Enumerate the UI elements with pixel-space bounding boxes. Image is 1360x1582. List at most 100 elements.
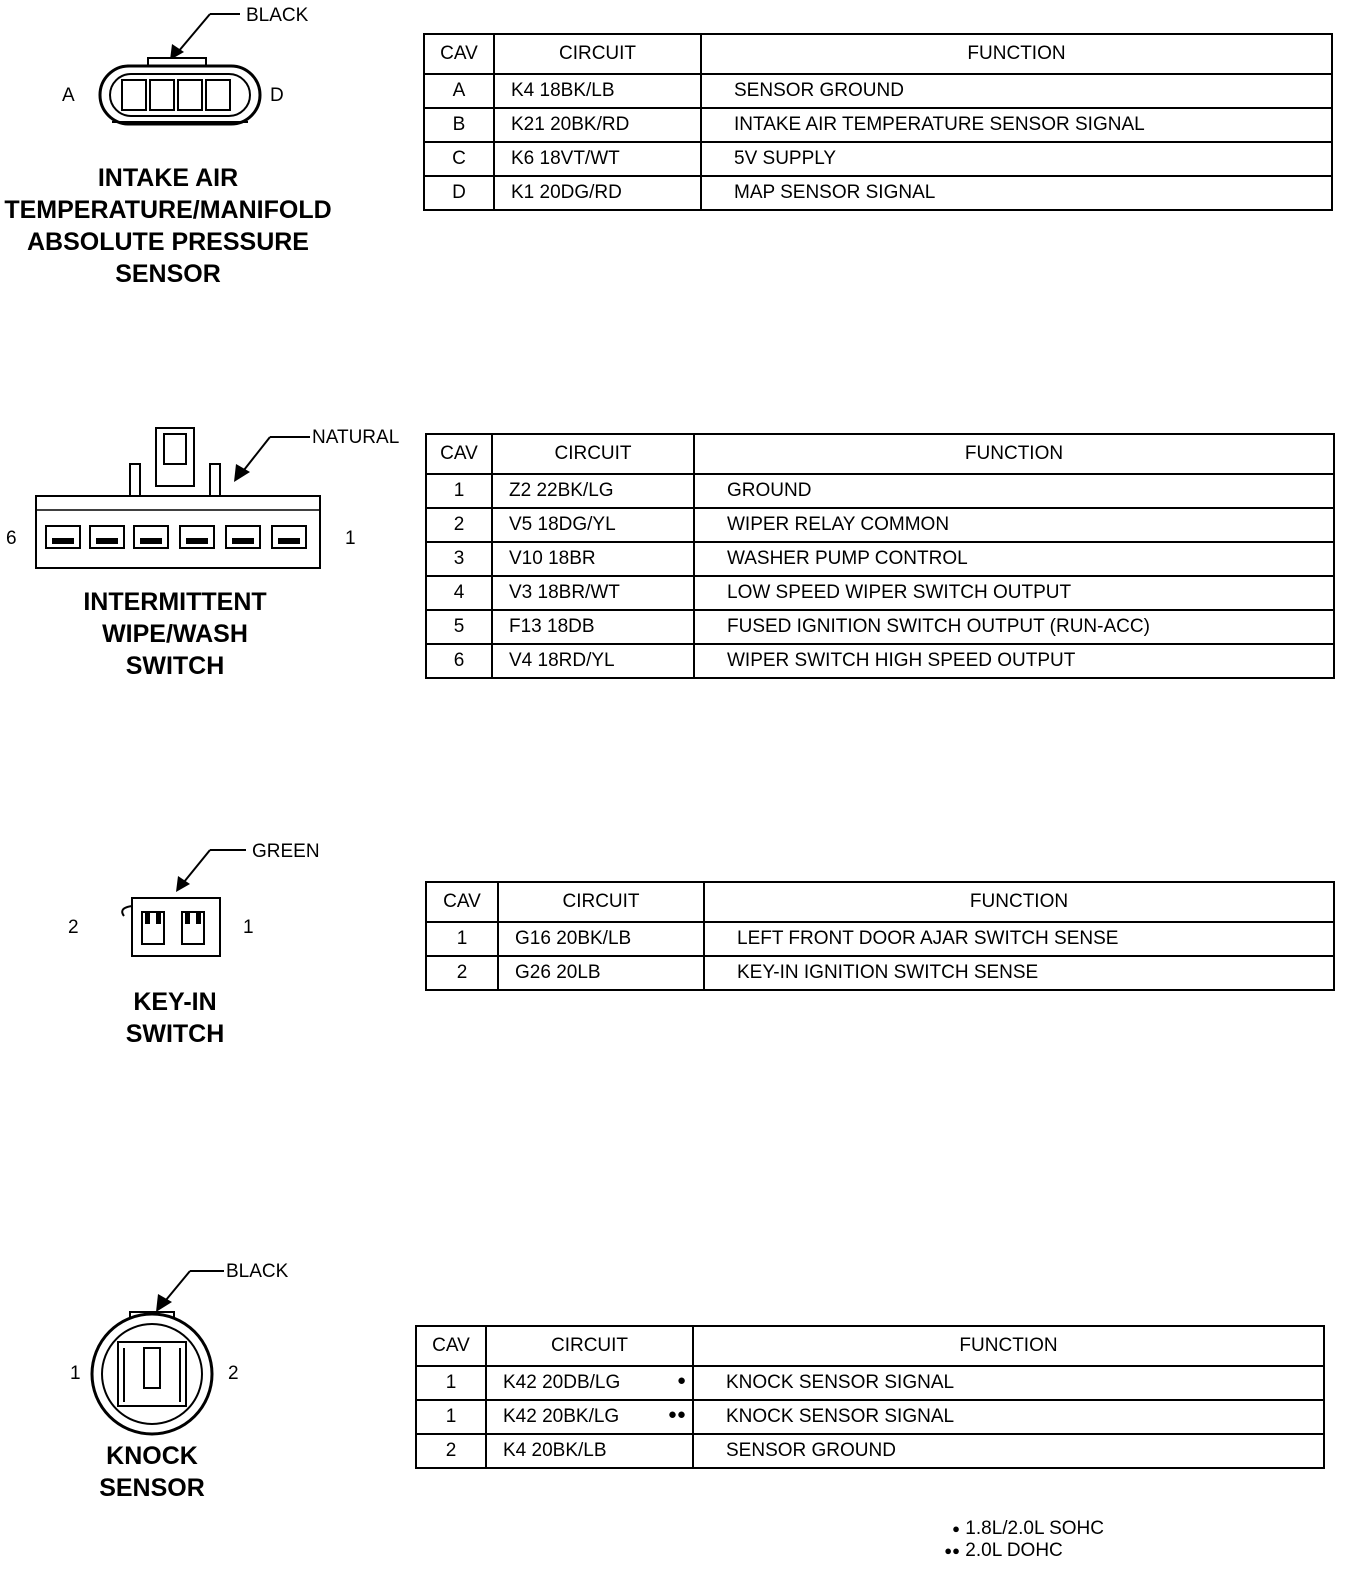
wipe-wash-title: INTERMITTENT WIPE/WASH SWITCH [40,586,310,682]
function-cell: WASHER PUMP CONTROL [693,541,1335,577]
wipe-wash-connector-diagram [35,427,321,569]
cav-header: CAV [423,33,495,75]
cav-header: CAV [425,881,499,923]
circuit-cell: Z2 22BK/LG [491,473,695,509]
cav-header: CAV [425,433,493,475]
iat-map-pinout-table: CAV CIRCUIT FUNCTION A K4 18BK/LB SENSOR… [423,33,1333,211]
table-row: A K4 18BK/LB SENSOR GROUND [423,73,1333,109]
table-header-row: CAV CIRCUIT FUNCTION [425,433,1335,475]
key-in-pin-right: 1 [243,917,254,938]
cav-cell: A [423,73,495,109]
function-cell: GROUND [693,473,1335,509]
key-in-title-line: KEY-IN [133,988,217,1016]
knock-pin-left: 1 [70,1363,81,1384]
knock-pin-right: 2 [228,1363,239,1384]
circuit-cell: V5 18DG/YL [491,507,695,543]
engine-legend: ● 1.8L/2.0L SOHC ●● 2.0L DOHC [930,1518,1104,1562]
function-cell: WIPER SWITCH HIGH SPEED OUTPUT [693,643,1335,679]
legend-marker: ● [952,1521,960,1536]
key-in-title-line: SWITCH [125,1020,225,1048]
table-header-row: CAV CIRCUIT FUNCTION [415,1325,1325,1367]
knock-title: KNOCK SENSOR [72,1440,232,1504]
circuit-cell: K1 20DG/RD [493,175,702,211]
function-cell: KNOCK SENSOR SIGNAL [692,1399,1325,1435]
function-cell: INTAKE AIR TEMPERATURE SENSOR SIGNAL [700,107,1333,143]
function-header: FUNCTION [692,1325,1325,1367]
wipe-wash-title-line: WIPE/WASH [102,620,248,648]
iat-map-title-line: TEMPERATURE/MANIFOLD [4,196,332,224]
key-in-pin-left: 2 [68,917,79,938]
circuit-cell: K4 18BK/LB [493,73,702,109]
wipe-wash-color-label: NATURAL [312,427,400,448]
table-row: B K21 20BK/RD INTAKE AIR TEMPERATURE SEN… [423,107,1333,143]
iat-map-pin-right: D [270,85,284,106]
function-cell: KNOCK SENSOR SIGNAL [692,1365,1325,1401]
knock-title-line: SENSOR [99,1474,205,1502]
iat-map-title: INTAKE AIR TEMPERATURE/MANIFOLD ABSOLUTE… [0,162,336,290]
cav-cell: 5 [425,609,493,645]
circuit-cell: K21 20BK/RD [493,107,702,143]
circuit-header: CIRCUIT [491,433,695,475]
table-row: 6 V4 18RD/YL WIPER SWITCH HIGH SPEED OUT… [425,643,1335,679]
table-row: 2 K4 20BK/LB SENSOR GROUND [415,1433,1325,1469]
key-in-connector-diagram [121,849,246,957]
function-cell: LOW SPEED WIPER SWITCH OUTPUT [693,575,1335,611]
legend-item: ●● 2.0L DOHC [930,1540,1104,1562]
legend-text: 1.8L/2.0L SOHC [965,1518,1104,1539]
wipe-wash-title-line: SWITCH [125,652,225,680]
function-cell: WIPER RELAY COMMON [693,507,1335,543]
circuit-cell: V10 18BR [491,541,695,577]
circuit-cell: G16 20BK/LB [497,921,705,957]
circuit-text: K42 20BK/LG [503,1406,620,1427]
iat-map-title-line: ABSOLUTE PRESSURE [27,228,309,256]
circuit-cell: V4 18RD/YL [491,643,695,679]
table-header-row: CAV CIRCUIT FUNCTION [425,881,1335,923]
function-cell: LEFT FRONT DOOR AJAR SWITCH SENSE [703,921,1335,957]
function-cell: FUSED IGNITION SWITCH OUTPUT (RUN-ACC) [693,609,1335,645]
circuit-cell: K6 18VT/WT [493,141,702,177]
function-header: FUNCTION [700,33,1333,75]
engine-marker: ● [676,1372,686,1389]
function-cell: SENSOR GROUND [700,73,1333,109]
table-row: 4 V3 18BR/WT LOW SPEED WIPER SWITCH OUTP… [425,575,1335,611]
table-row: 1 ●●K42 20BK/LG KNOCK SENSOR SIGNAL [415,1399,1325,1435]
table-row: D K1 20DG/RD MAP SENSOR SIGNAL [423,175,1333,211]
table-row: 3 V10 18BR WASHER PUMP CONTROL [425,541,1335,577]
cav-cell: 2 [415,1433,487,1469]
cav-cell: D [423,175,495,211]
circuit-cell: ●●K42 20BK/LG [485,1399,694,1435]
circuit-header: CIRCUIT [485,1325,694,1367]
wipe-wash-pinout-table: CAV CIRCUIT FUNCTION 1 Z2 22BK/LG GROUND… [425,433,1335,679]
iat-map-title-line: INTAKE AIR [97,164,239,192]
function-header: FUNCTION [703,881,1335,923]
table-row: 2 V5 18DG/YL WIPER RELAY COMMON [425,507,1335,543]
circuit-cell: ●K42 20DB/LG [485,1365,694,1401]
table-row: 1 ●K42 20DB/LG KNOCK SENSOR SIGNAL [415,1365,1325,1401]
knock-connector-diagram [90,1270,224,1436]
key-in-color-label: GREEN [252,841,320,862]
cav-header: CAV [415,1325,487,1367]
table-header-row: CAV CIRCUIT FUNCTION [423,33,1333,75]
function-cell: SENSOR GROUND [692,1433,1325,1469]
wipe-wash-title-line: INTERMITTENT [83,588,267,616]
circuit-cell: V3 18BR/WT [491,575,695,611]
knock-pinout-table: CAV CIRCUIT FUNCTION 1 ●K42 20DB/LG KNOC… [415,1325,1325,1469]
circuit-cell: K4 20BK/LB [485,1433,694,1469]
cav-cell: 6 [425,643,493,679]
table-row: C K6 18VT/WT 5V SUPPLY [423,141,1333,177]
legend-text: 2.0L DOHC [965,1540,1063,1561]
circuit-cell: F13 18DB [491,609,695,645]
key-in-title: KEY-IN SWITCH [90,986,260,1050]
table-row: 1 G16 20BK/LB LEFT FRONT DOOR AJAR SWITC… [425,921,1335,957]
cav-cell: 4 [425,575,493,611]
key-in-pinout-table: CAV CIRCUIT FUNCTION 1 G16 20BK/LB LEFT … [425,881,1335,991]
cav-cell: 1 [425,473,493,509]
cav-cell: 1 [415,1399,487,1435]
wipe-wash-pin-right: 1 [345,528,356,549]
cav-cell: 1 [425,921,499,957]
function-cell: KEY-IN IGNITION SWITCH SENSE [703,955,1335,991]
function-cell: MAP SENSOR SIGNAL [700,175,1333,211]
table-row: 2 G26 20LB KEY-IN IGNITION SWITCH SENSE [425,955,1335,991]
iat-map-pin-left: A [62,85,75,106]
cav-cell: C [423,141,495,177]
